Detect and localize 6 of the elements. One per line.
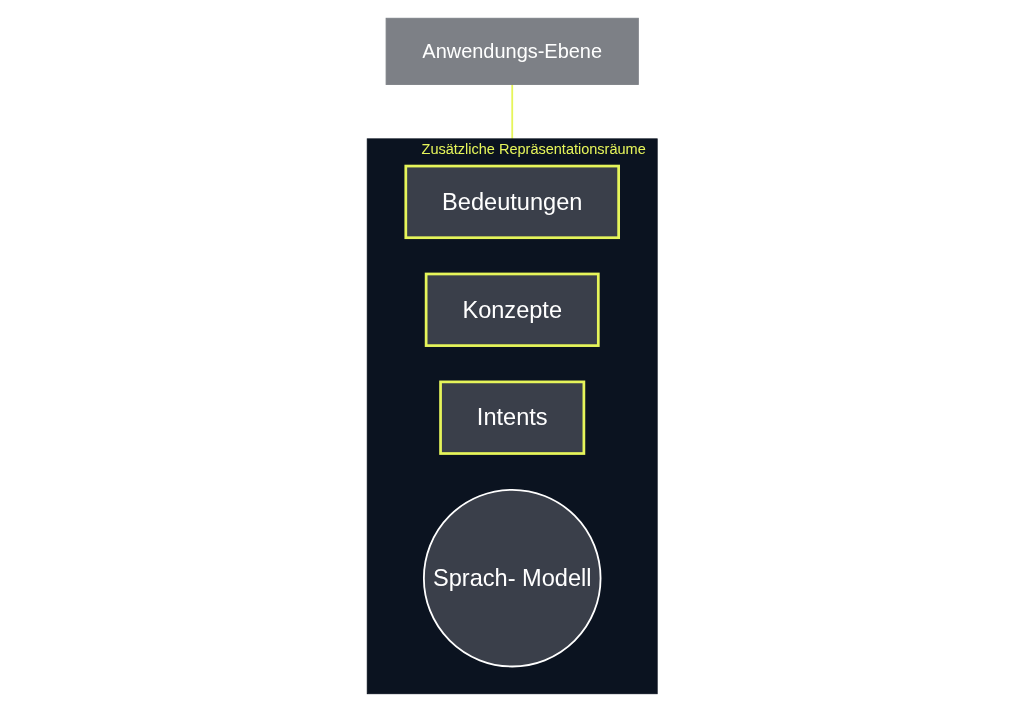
node-box: Anwendungs-Ebene xyxy=(385,17,639,85)
node-circle: Sprach- Modell xyxy=(422,488,602,667)
connector xyxy=(511,83,513,140)
node-box: Intents xyxy=(438,380,586,455)
node-box: Bedeutungen xyxy=(404,164,620,239)
node-box: Konzepte xyxy=(424,272,600,347)
